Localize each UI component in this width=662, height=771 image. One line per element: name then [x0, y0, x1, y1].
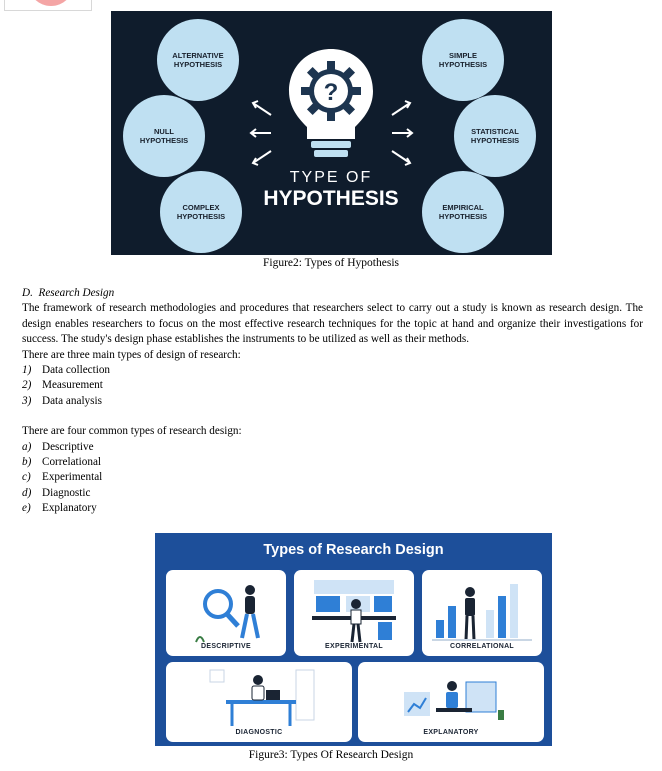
laptop-presenter-icon	[404, 681, 504, 720]
list-item: c)Experimental	[22, 471, 103, 484]
header-logo	[28, 0, 74, 6]
list1-intro: There are three main types of design of …	[22, 348, 241, 361]
card-label: DIAGNOSTIC	[235, 729, 283, 736]
bubble-statistical-hypothesis: STATISTICAL HYPOTHESIS	[454, 95, 536, 177]
bubble-null-hypothesis: NULL HYPOTHESIS	[123, 95, 205, 177]
list-item: 2)Measurement	[22, 379, 103, 392]
header-logo-frame	[4, 0, 92, 11]
arrows-right-icon	[391, 100, 414, 166]
figure3-caption: Figure3: Types Of Research Design	[248, 749, 414, 761]
bar-chart-person-icon	[432, 584, 532, 641]
card-label: DESCRIPTIVE	[201, 643, 251, 650]
card-explanatory: EXPLANATORY	[358, 662, 544, 742]
arrows-left-icon	[249, 100, 272, 166]
desk-worker-icon	[209, 669, 315, 726]
figure2-caption: Figure2: Types of Hypothesis	[262, 257, 400, 269]
lab-scientists-icon	[312, 580, 396, 643]
svg-text:?: ?	[324, 79, 339, 106]
list2-intro: There are four common types of research …	[22, 425, 242, 438]
gear-question-icon: ?	[301, 61, 361, 121]
card-label: EXPERIMENTAL	[325, 643, 383, 650]
figure-types-of-research-design: Types of Research Design DESCRIPTIVE	[155, 533, 552, 746]
card-diagnostic: DIAGNOSTIC	[166, 662, 352, 742]
list-item: b)Correlational	[22, 456, 102, 469]
bubble-complex-hypothesis: COMPLEX HYPOTHESIS	[160, 171, 242, 253]
list-item: 3)Data analysis	[22, 394, 102, 407]
bubble-simple-hypothesis: SIMPLE HYPOTHESIS	[422, 19, 504, 101]
card-descriptive: DESCRIPTIVE	[166, 570, 286, 656]
section-heading: D. Research Design	[22, 286, 643, 301]
center-title-line1: TYPE OF	[289, 169, 373, 186]
figure-types-of-hypothesis: ALTERNATIVE HYPOTHESIS NULL HYPOTHESIS C…	[111, 11, 552, 255]
bubble-empirical-hypothesis: EMPIRICAL HYPOTHESIS	[422, 171, 504, 253]
list-item: a)Descriptive	[22, 440, 94, 453]
section-paragraph: The framework of research methodologies …	[22, 302, 643, 346]
card-label: EXPLANATORY	[423, 729, 479, 736]
magnifier-person-icon	[195, 585, 260, 643]
list-item: 1)Data collection	[22, 364, 111, 377]
list-design-types: a)Descriptive b)Correlational c)Experime…	[22, 440, 643, 517]
list-research-types: 1)Data collection 2)Measurement 3)Data a…	[22, 363, 643, 409]
figure3-title: Types of Research Design	[263, 542, 444, 558]
bulb-and-arrows-graphic: ?	[249, 49, 414, 166]
card-label: CORRELATIONAL	[449, 643, 515, 650]
list-item: d)Diagnostic	[22, 486, 91, 499]
section-title: Research Design	[38, 287, 115, 299]
card-correlational: CORRELATIONAL	[422, 570, 542, 656]
center-title-line2: HYPOTHESIS	[263, 187, 399, 210]
bubble-alternative-hypothesis: ALTERNATIVE HYPOTHESIS	[157, 19, 239, 101]
card-experimental: EXPERIMENTAL	[294, 570, 414, 656]
list-item: e)Explanatory	[22, 502, 97, 515]
section-marker: D.	[22, 287, 33, 299]
research-design-section: D. Research Design The framework of rese…	[22, 286, 643, 517]
